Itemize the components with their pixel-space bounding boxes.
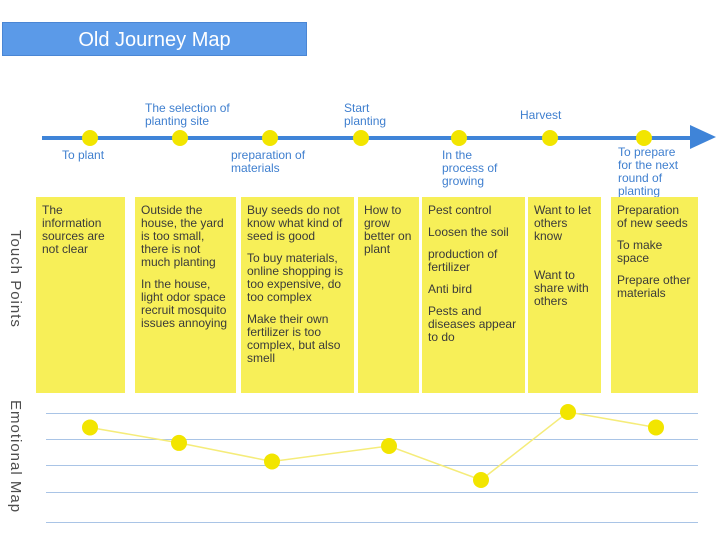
emotion-point bbox=[648, 419, 664, 436]
touch-point-text: Prepare other materials bbox=[617, 273, 691, 300]
touch-point-text: In the house, light odor space recruit m… bbox=[141, 277, 228, 330]
touch-point-text: To make space bbox=[617, 238, 663, 265]
touch-point-text: Pest control bbox=[428, 203, 492, 217]
stage-dot bbox=[451, 129, 467, 146]
touch-point-text: Loosen the soil bbox=[428, 225, 509, 239]
touch-point-card: How to grow better on plant bbox=[358, 197, 419, 393]
emotion-point bbox=[82, 419, 98, 436]
touch-point-card: Preparation of new seeds To make space P… bbox=[611, 197, 698, 393]
emotional-map-label: Emotional Map bbox=[7, 400, 24, 514]
stage-label: Start planting bbox=[344, 101, 387, 128]
touch-point-text: Buy seeds do not know what kind of seed … bbox=[247, 203, 343, 243]
stage-dot bbox=[636, 129, 652, 146]
touch-point-text: How to grow better on plant bbox=[364, 203, 412, 256]
stage-label: The selection of planting site bbox=[145, 101, 230, 128]
touch-point-text: Anti bird bbox=[428, 282, 473, 296]
touch-points-label: Touch Points bbox=[7, 230, 24, 328]
touch-point-card: Buy seeds do not know what kind of seed … bbox=[241, 197, 354, 393]
touch-point-text: Outside the house, the yard is too small… bbox=[141, 203, 224, 269]
emotion-point bbox=[560, 404, 576, 420]
touch-point-text: To buy materials, online shopping is too… bbox=[247, 251, 344, 304]
stage-label: preparation of materials bbox=[231, 148, 306, 175]
timeline-arrow-icon bbox=[690, 125, 716, 149]
stage-dot bbox=[172, 129, 188, 146]
touch-point-card: Want to let others know Want to share wi… bbox=[528, 197, 601, 393]
touch-point-card: The information sources are not clear bbox=[36, 197, 125, 393]
stage-label: To prepare for the next round of plantin… bbox=[618, 145, 679, 198]
emotion-point bbox=[264, 453, 280, 470]
emotion-grid-line bbox=[46, 492, 698, 493]
stage-label: To plant bbox=[62, 148, 105, 162]
stage-dot bbox=[353, 129, 369, 146]
touch-point-text: Want to share with others bbox=[534, 268, 589, 308]
stage-dot bbox=[542, 129, 558, 146]
emotion-point bbox=[171, 434, 187, 451]
timeline-axis bbox=[42, 135, 697, 140]
emotion-point bbox=[473, 472, 489, 488]
emotion-point bbox=[381, 438, 397, 454]
page-title: Old Journey Map bbox=[2, 22, 307, 56]
touch-point-text: Pests and diseases appear to do bbox=[428, 304, 517, 344]
touch-point-text: Want to let others know bbox=[534, 203, 591, 243]
emotion-grid-line bbox=[46, 522, 698, 523]
emotion-grid-line bbox=[46, 439, 698, 440]
stage-label: Harvest bbox=[520, 108, 562, 122]
touch-point-text: Preparation of new seeds bbox=[617, 203, 688, 230]
touch-point-card: Pest control Loosen the soil production … bbox=[422, 197, 525, 393]
touch-point-text: The information sources are not clear bbox=[42, 203, 105, 256]
stage-label: In the process of growing bbox=[442, 148, 498, 188]
touch-point-card: Outside the house, the yard is too small… bbox=[135, 197, 236, 393]
touch-point-text: Make their own fertilizer is too complex… bbox=[247, 312, 341, 365]
stage-dot bbox=[82, 129, 98, 146]
touch-point-text: production of fertilizer bbox=[428, 247, 498, 274]
emotion-grid-line bbox=[46, 465, 698, 466]
emotion-grid-line bbox=[46, 413, 698, 414]
stage-dot bbox=[262, 129, 278, 146]
